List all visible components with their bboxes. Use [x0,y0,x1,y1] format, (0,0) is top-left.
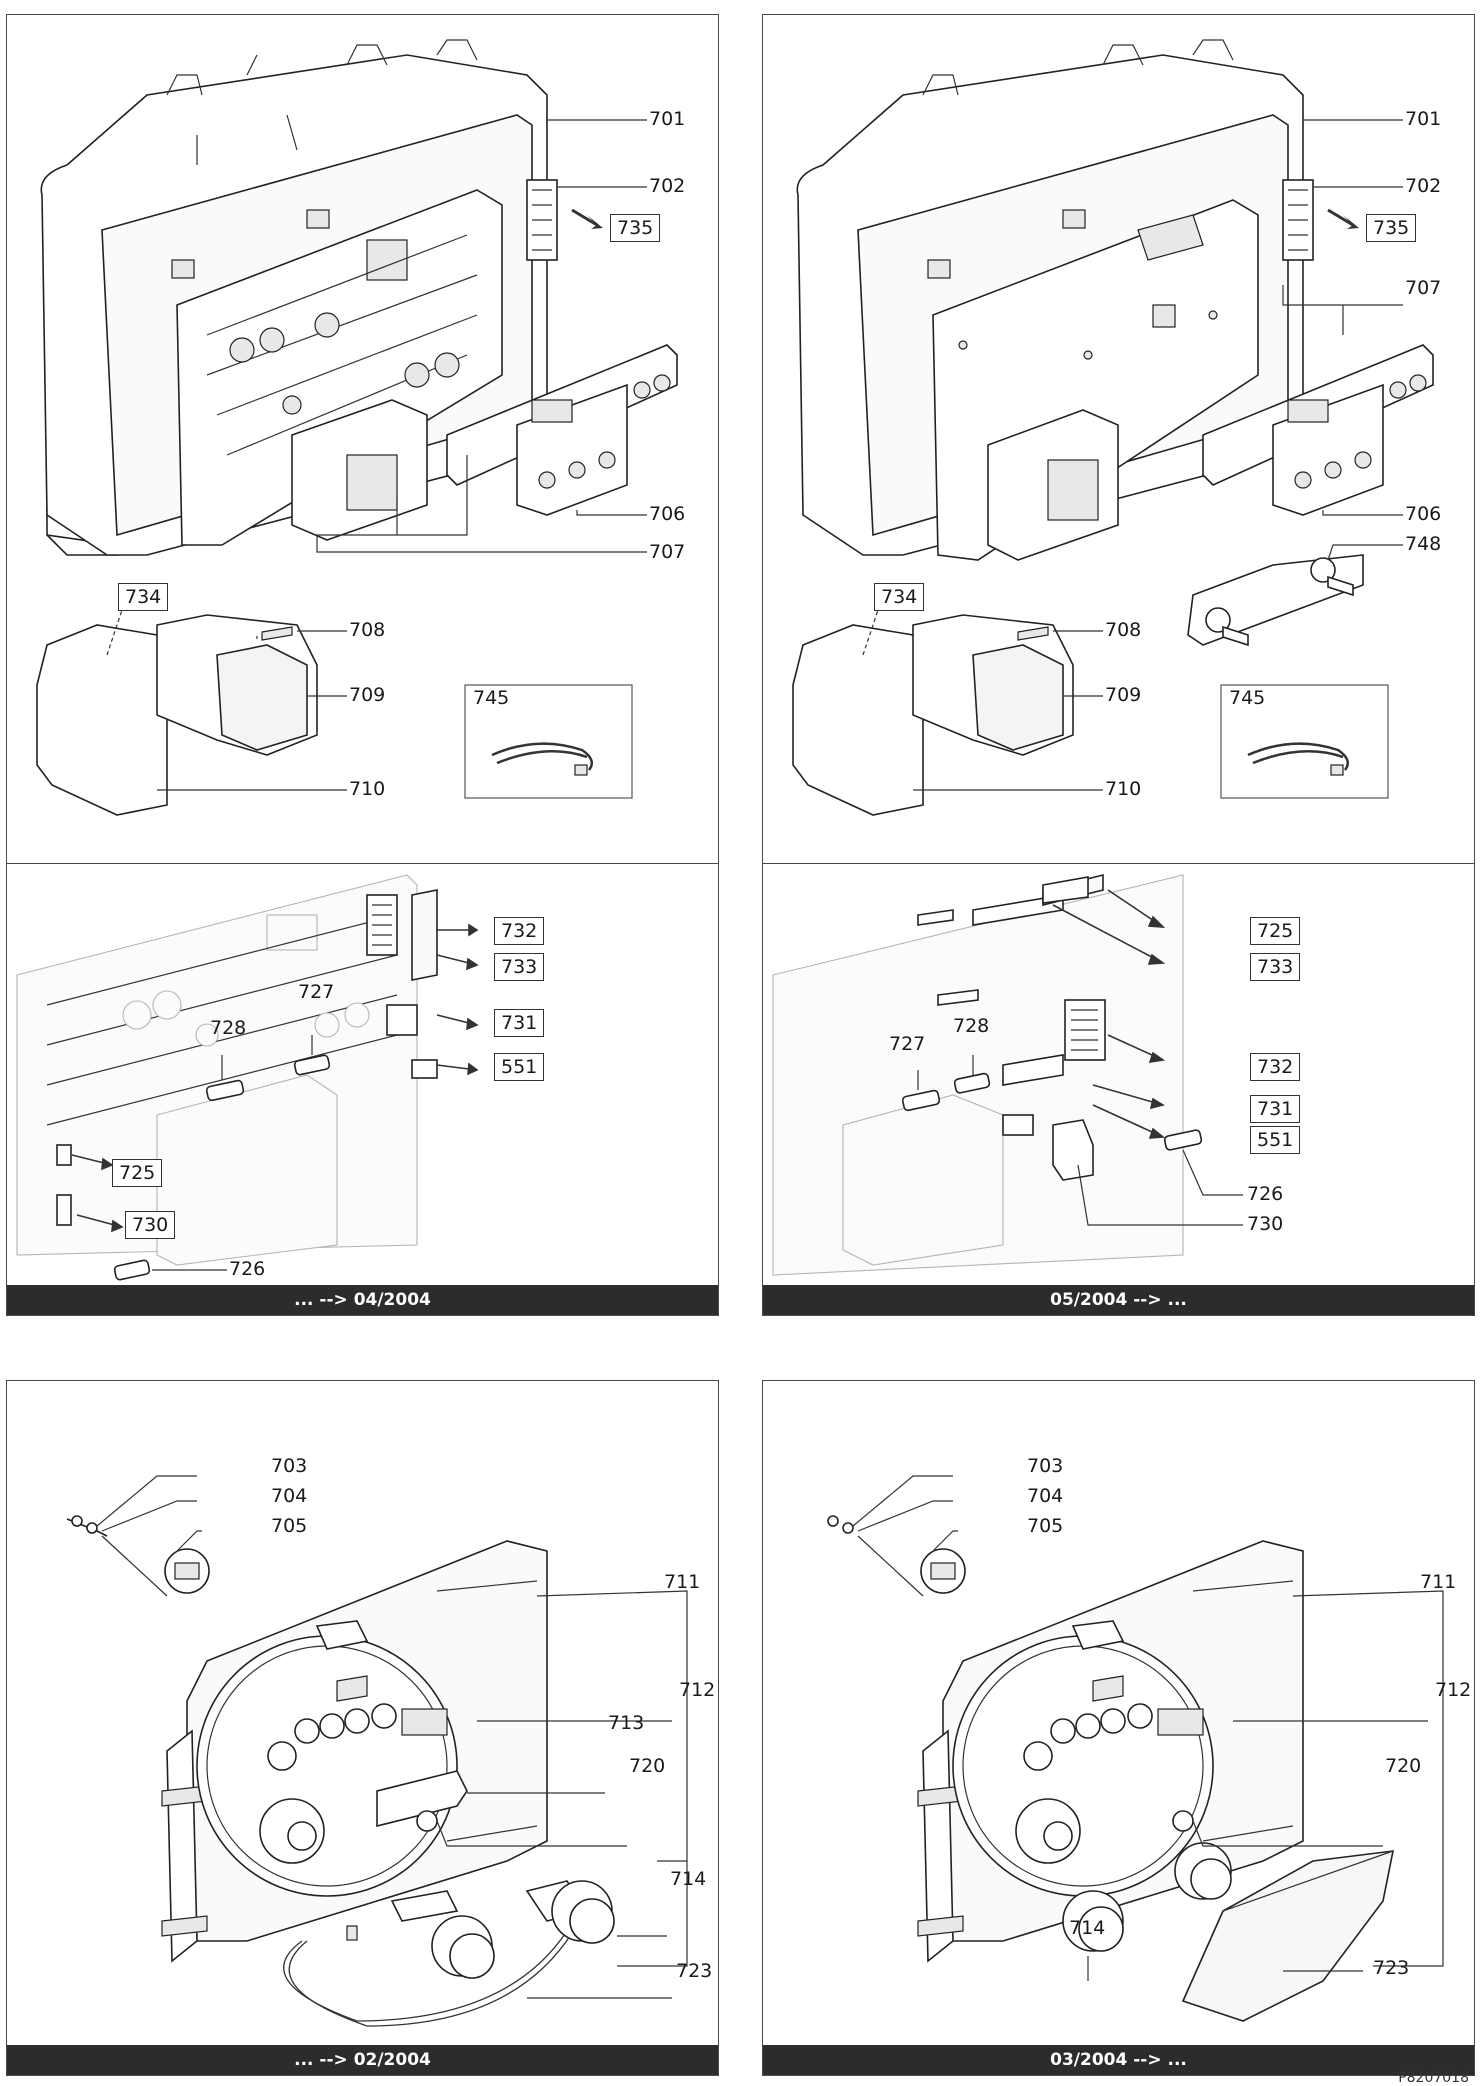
part-label: 703 [1027,1455,1064,1477]
exploded-view-bottom-left [66,1475,688,2027]
panel-top-right: 701 702 735 707 706 748 734 708 709 745 … [762,14,1475,1316]
boxed-part-label: 733 [1250,953,1301,981]
boxed-part-label: 734 [118,583,169,611]
boxed-part-label: 731 [1250,1095,1301,1123]
part-label: 745 [1229,687,1266,709]
part-label: 702 [649,175,686,197]
part-label: 727 [298,981,335,1003]
boxed-part-label: 733 [494,953,545,981]
part-label: 728 [210,1017,247,1039]
exploded-view-top-right [772,39,1434,1276]
part-label: 707 [649,541,686,563]
boxed-part-label: 731 [494,1009,545,1037]
part-label: 727 [889,1033,926,1055]
boxed-part-label: 734 [874,583,925,611]
part-label: 703 [271,1455,308,1477]
exploded-view-top-left [16,39,678,1281]
boxed-part-label: 551 [494,1053,545,1081]
date-range-footer: ... --> 04/2004 [7,1285,718,1315]
part-label: 748 [1405,533,1442,555]
boxed-part-label: 732 [494,917,545,945]
part-label: 708 [349,619,386,641]
part-label: 704 [271,1485,308,1507]
boxed-part-label: 735 [610,214,661,242]
part-label: 712 [679,1679,716,1701]
exploded-view-bottom-right [827,1475,1444,2022]
part-label: 704 [1027,1485,1064,1507]
part-label: 705 [271,1515,308,1537]
part-label: 707 [1405,277,1442,299]
part-label: 712 [1435,1679,1472,1701]
part-label: 710 [349,778,386,800]
panel-bottom-right: 703 704 705 711 712 720 714 723 03/2004 … [762,1380,1475,2076]
boxed-part-label: 732 [1250,1053,1301,1081]
part-label: 720 [629,1755,666,1777]
part-label: 701 [1405,108,1442,130]
part-label: 713 [608,1712,645,1734]
part-label: 709 [1105,684,1142,706]
part-label: 714 [1069,1917,1106,1939]
boxed-part-label: 735 [1366,214,1417,242]
part-label: 706 [649,503,686,525]
part-label: 726 [229,1258,266,1280]
boxed-part-label: 725 [112,1159,163,1187]
document-reference: P8207018 [1398,2070,1469,2086]
part-label: 728 [953,1015,990,1037]
part-label: 723 [1373,1957,1410,1979]
panel-bottom-left: 703 704 705 711 712 713 720 714 723 ... … [6,1380,719,2076]
part-label: 701 [649,108,686,130]
boxed-part-label: 725 [1250,917,1301,945]
date-range-footer: 05/2004 --> ... [763,1285,1474,1315]
panel-divider [7,863,718,864]
boxed-part-label: 551 [1250,1126,1301,1154]
boxed-part-label: 730 [125,1211,176,1239]
part-label: 726 [1247,1183,1284,1205]
part-label: 711 [1420,1571,1457,1593]
date-range-footer: 03/2004 --> ... [763,2045,1474,2075]
panel-divider [763,863,1474,864]
part-label: 720 [1385,1755,1422,1777]
part-label: 710 [1105,778,1142,800]
panel-top-left: 701 702 735 706 707 734 708 709 745 710 … [6,14,719,1316]
part-label: 714 [670,1868,707,1890]
part-label: 706 [1405,503,1442,525]
part-label: 705 [1027,1515,1064,1537]
part-label: 708 [1105,619,1142,641]
part-label: 702 [1405,175,1442,197]
part-label: 711 [664,1571,701,1593]
date-range-footer: ... --> 02/2004 [7,2045,718,2075]
part-label: 723 [676,1960,713,1982]
part-label: 730 [1247,1213,1284,1235]
part-label: 745 [473,687,510,709]
part-label: 709 [349,684,386,706]
